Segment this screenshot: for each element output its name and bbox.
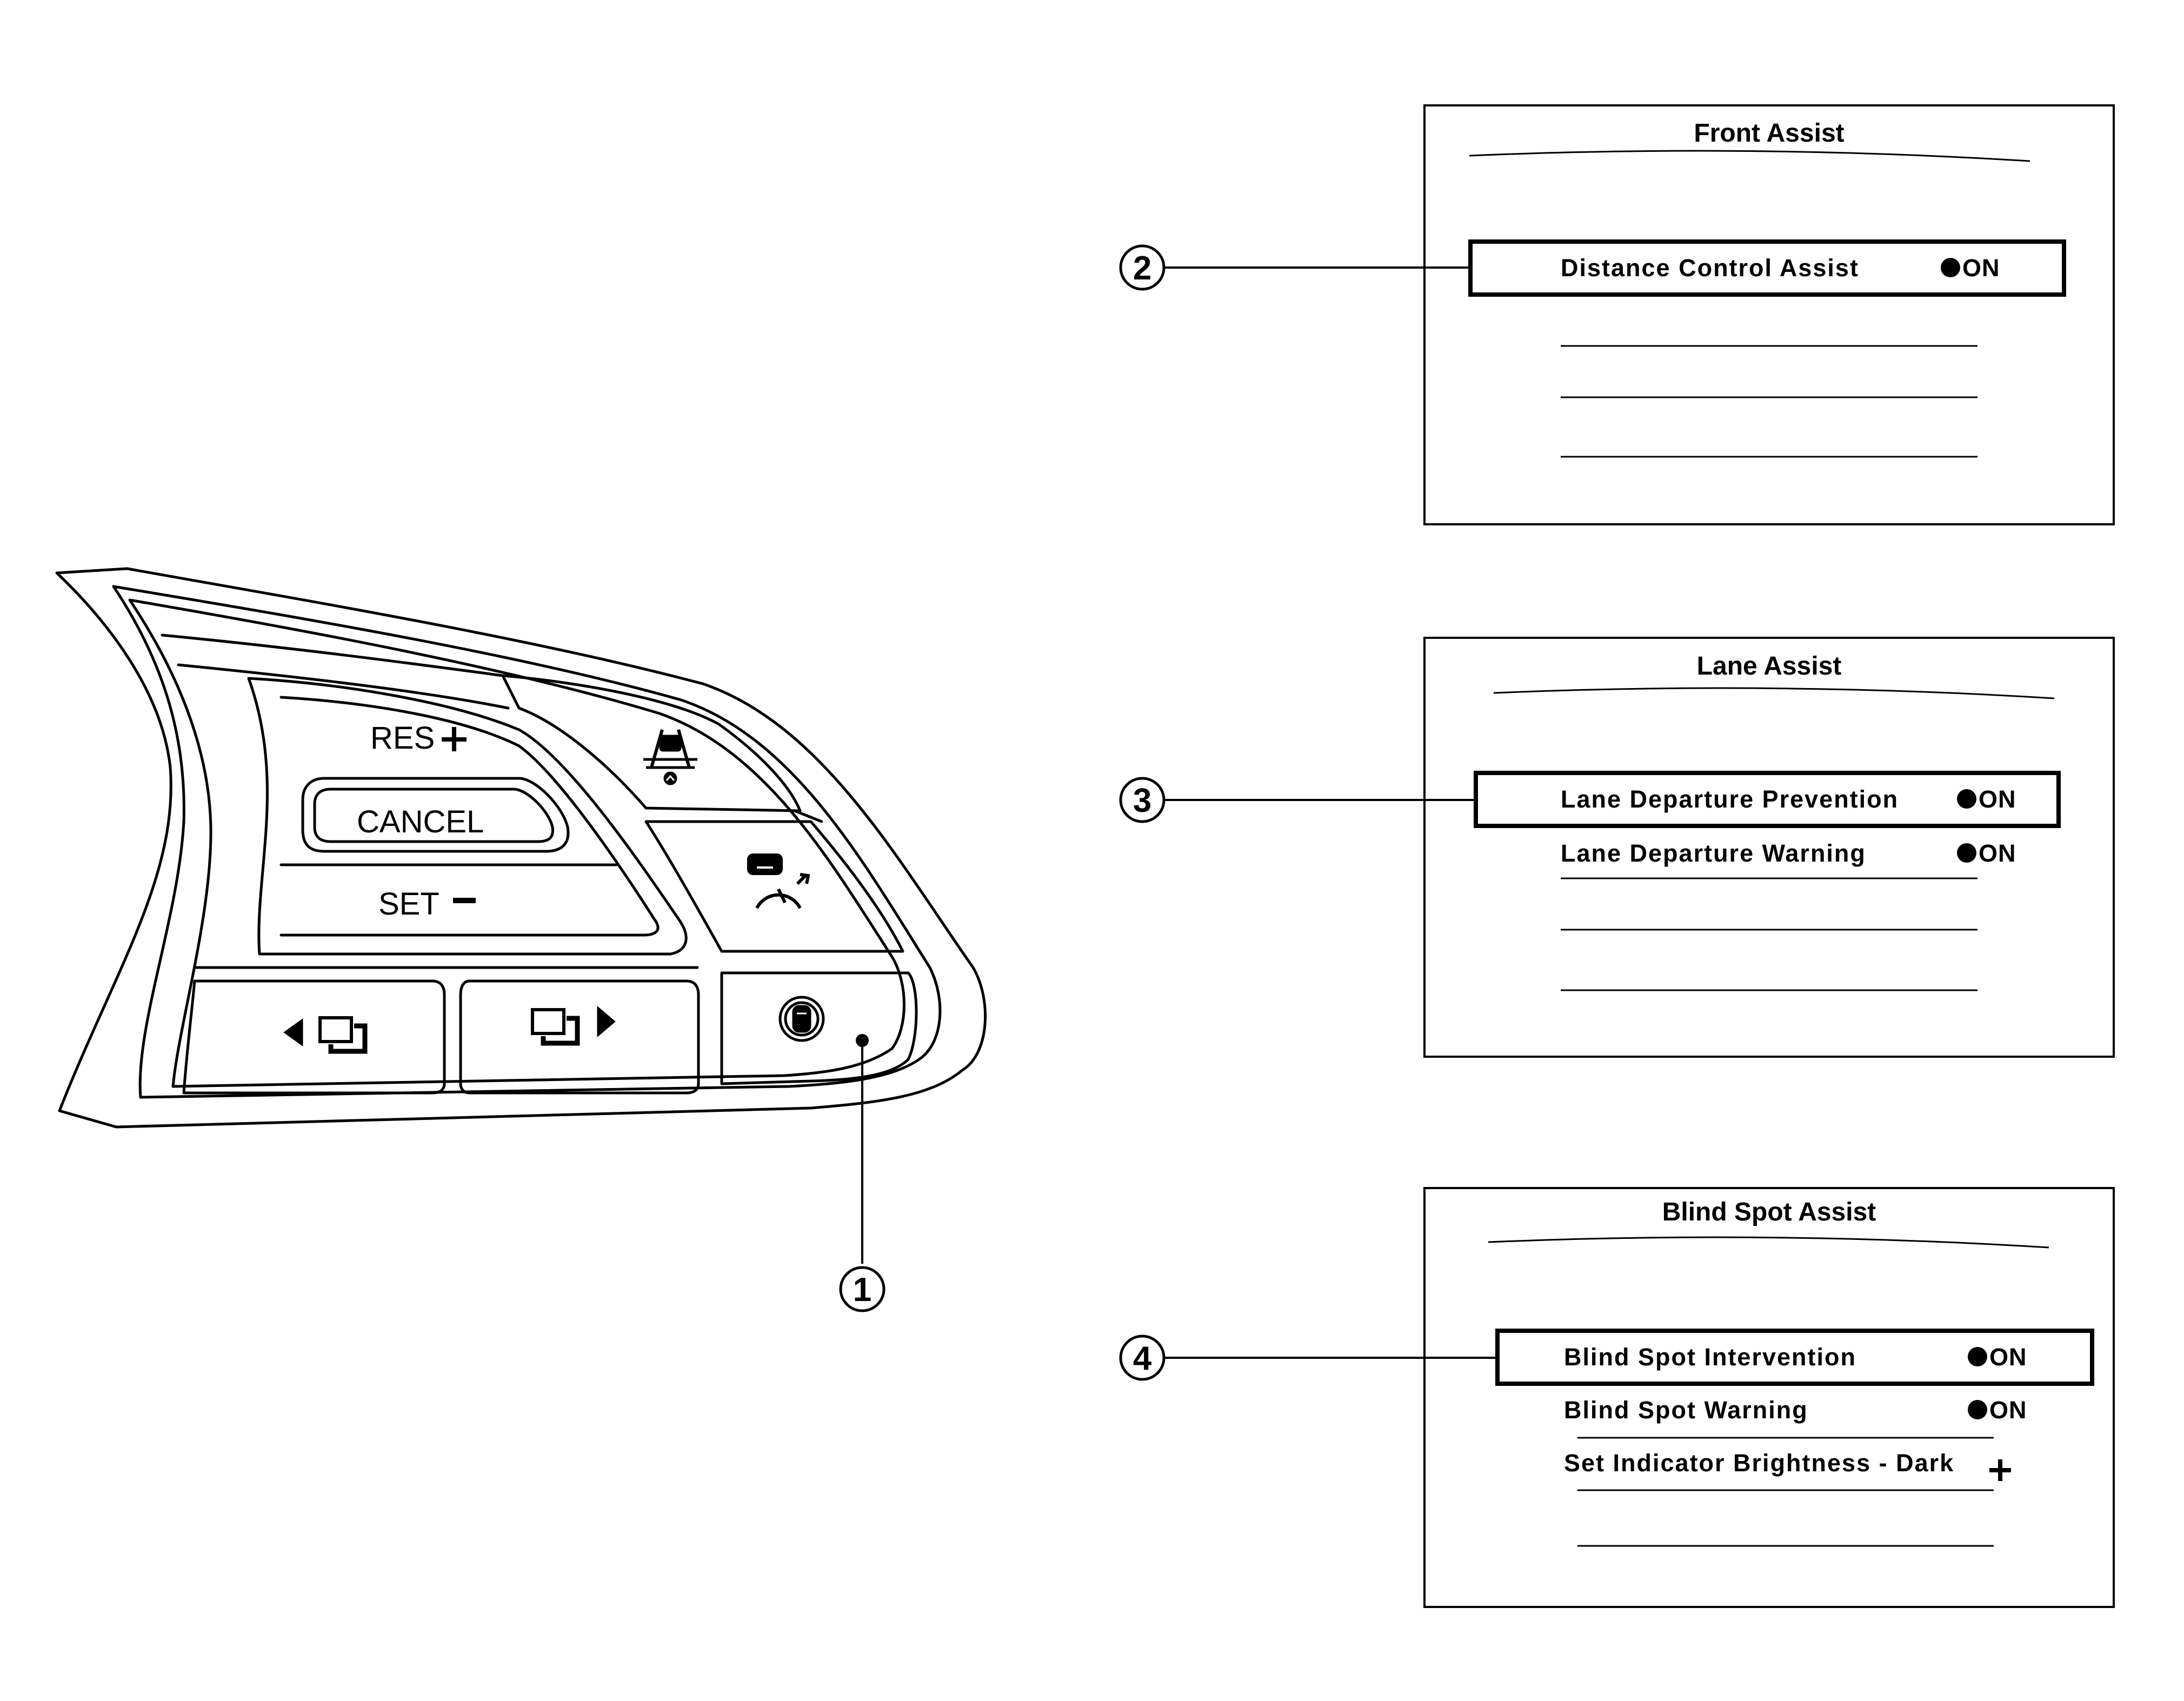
screen-frame xyxy=(1423,1187,2115,1608)
lane-assist-icon xyxy=(643,729,697,785)
screen-title: Front Assist xyxy=(1694,119,1844,148)
screen-frame xyxy=(1423,104,2115,525)
menu-item-state: ON xyxy=(1979,785,2016,813)
menu-item[interactable]: Lane Departure Warning ON xyxy=(1561,839,2016,867)
callout-3: 3 xyxy=(1119,777,1476,823)
callout-1-number: 1 xyxy=(853,1271,871,1309)
menu-item[interactable]: Set Indicator Brightness - Dark + xyxy=(1564,1449,2011,1481)
menu-item-label: Blind Spot Intervention xyxy=(1564,1343,1856,1371)
menu-item-label: Lane Departure Prevention xyxy=(1561,785,1899,813)
menu-item[interactable]: Blind Spot Intervention ON xyxy=(1495,1329,2094,1386)
title-divider xyxy=(1469,150,2030,162)
next-screen-button[interactable] xyxy=(459,979,700,1095)
set-label: SET xyxy=(378,886,440,922)
screen-title: Blind Spot Assist xyxy=(1662,1198,1876,1226)
cancel-button-outline[interactable] xyxy=(301,777,570,853)
steering-wheel-switch xyxy=(55,567,987,1129)
distance-control-icon xyxy=(747,853,810,909)
menu-item-label: Lane Departure Warning xyxy=(1561,839,1866,867)
status-dot-icon xyxy=(1957,789,1976,809)
callout-number: 2 xyxy=(1133,250,1151,287)
menu-item-state: ON xyxy=(1989,1343,2027,1371)
driver-assistance-button[interactable] xyxy=(720,971,918,1085)
menu-item[interactable]: Blind Spot Warning ON xyxy=(1564,1396,2027,1424)
title-divider xyxy=(1493,687,2055,699)
callout-1: 1 xyxy=(839,1034,885,1312)
callout-4: 4 xyxy=(1119,1335,1497,1381)
screen-frame xyxy=(1423,637,2115,1058)
callout-number: 3 xyxy=(1133,782,1151,819)
menu-item[interactable]: Lane Departure Prevention ON xyxy=(1474,771,2061,828)
status-dot-icon xyxy=(1957,843,1976,863)
menu-item-label: Blind Spot Warning xyxy=(1564,1396,1808,1424)
lane-assist-button[interactable] xyxy=(501,674,802,812)
prev-screen-button[interactable] xyxy=(182,979,446,1095)
callout-circle xyxy=(1119,1335,1166,1381)
switch-housing-outer xyxy=(55,567,987,1129)
driver-assistance-icon xyxy=(778,996,825,1042)
plus-icon[interactable] xyxy=(1989,1459,2011,1481)
rocker-switch-outline xyxy=(247,677,688,956)
status-dot-icon xyxy=(1968,1347,1987,1366)
callout-circle xyxy=(1119,244,1166,291)
status-dot-icon xyxy=(1968,1400,1987,1419)
upper-right-divider xyxy=(793,809,823,823)
screen-title: Lane Assist xyxy=(1697,652,1842,681)
distance-control-button[interactable] xyxy=(644,820,904,953)
menu-item-label: Distance Control Assist xyxy=(1561,254,1859,282)
menu-item-state: ON xyxy=(1962,254,2000,282)
menu-item-state: + xyxy=(1989,1471,1990,1472)
next-screen-icon xyxy=(531,1005,616,1046)
cancel-label: CANCEL xyxy=(357,804,484,839)
cancel-button-inner[interactable] xyxy=(313,788,555,843)
status-dot-icon xyxy=(1941,258,1960,277)
rocker-switch-inner xyxy=(279,696,660,937)
callout-2: 2 xyxy=(1119,244,1470,291)
switch-top-ridge-2 xyxy=(177,663,510,710)
switch-top-ridge xyxy=(161,633,504,677)
callout-number: 4 xyxy=(1133,1340,1152,1377)
prev-screen-icon xyxy=(283,1016,368,1054)
switch-housing-inner xyxy=(112,585,942,1099)
menu-item-state: ON xyxy=(1989,1396,2027,1424)
title-divider xyxy=(1488,1236,2049,1249)
res-label: RES xyxy=(370,721,435,756)
res-plus-icon xyxy=(442,727,467,751)
callout-circle xyxy=(1119,777,1166,823)
menu-item-label: Set Indicator Brightness - Dark xyxy=(1564,1449,1954,1477)
menu-item-state: ON xyxy=(1979,839,2016,867)
